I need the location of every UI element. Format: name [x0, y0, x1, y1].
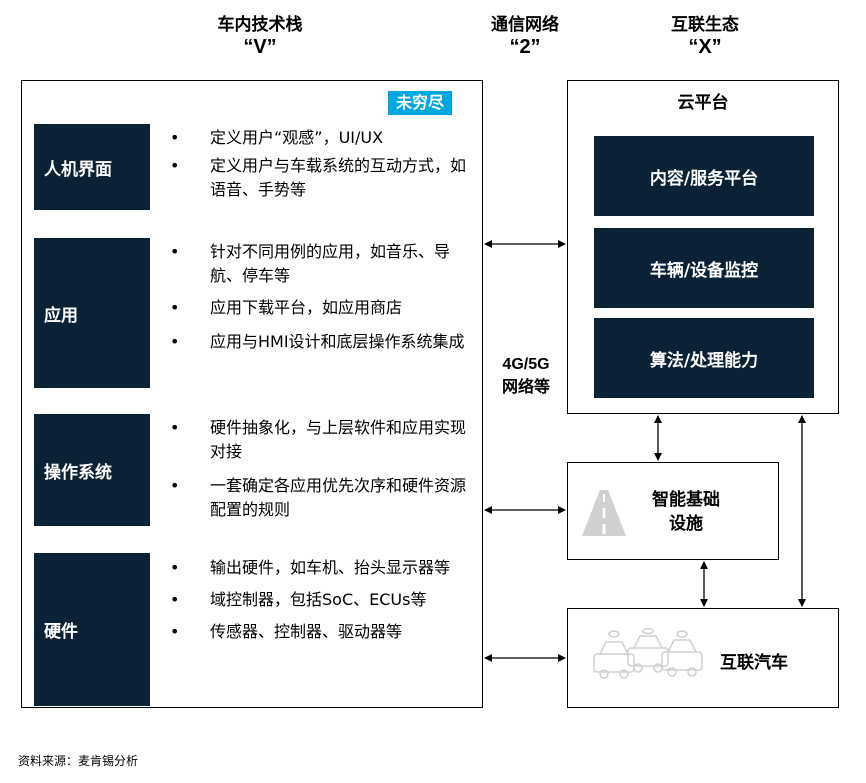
cloud-platform-title: 云平台 [677, 93, 729, 113]
bullets-apps: 针对不同用例的应用，如音乐、导航、停车等 应用下载平台，如应用商店 应用与HMI… [170, 240, 470, 354]
network-label-line2: 网络等 [501, 377, 550, 396]
box-label: 算法/处理能力 [649, 350, 759, 371]
category-apps: 应用 [34, 238, 150, 388]
category-label: 人机界面 [44, 159, 112, 180]
bullets-hmi: 定义用户“观感”，UI/UX 定义用户与车载系统的互动方式，如语音、手势等 [170, 126, 470, 202]
bullet-item: 硬件抽象化，与上层软件和应用实现对接 [170, 416, 470, 464]
bullet-item: 应用下载平台，如应用商店 [170, 296, 470, 320]
header-right-title: 互联生态 [671, 15, 739, 35]
category-hmi: 人机界面 [34, 124, 150, 210]
box-label: 车辆/设备监控 [649, 260, 759, 281]
category-hardware: 硬件 [34, 553, 150, 706]
header-right-sub: “X” [688, 36, 722, 58]
bullets-hardware: 输出硬件，如车机、抬头显示器等 域控制器，包括SoC、ECUs等 传感器、控制器… [170, 556, 470, 644]
header-mid-sub: “2” [509, 36, 541, 58]
network-label-line1: 4G/5G [502, 356, 550, 373]
bullets-os: 硬件抽象化，与上层软件和应用实现对接 一套确定各应用优先次序和硬件资源配置的规则 [170, 416, 470, 522]
bullet-item: 输出硬件，如车机、抬头显示器等 [170, 556, 470, 580]
header-left: 车内技术栈 “V” [180, 14, 340, 58]
bullet-item: 域控制器，包括SoC、ECUs等 [170, 588, 470, 612]
category-label: 操作系统 [44, 462, 112, 483]
header-mid-title: 通信网络 [491, 15, 559, 35]
category-os: 操作系统 [34, 414, 150, 526]
algorithm-compute-box: 算法/处理能力 [594, 318, 814, 398]
header-right: 互联生态 “X” [630, 14, 780, 58]
category-label: 应用 [44, 305, 78, 326]
network-label: 4G/5G 网络等 [486, 354, 566, 398]
bullet-item: 定义用户与车载系统的互动方式，如语音、手势等 [170, 154, 470, 202]
category-label: 硬件 [44, 622, 78, 642]
bullet-item: 传感器、控制器、驱动器等 [170, 620, 470, 644]
box-label: 内容/服务平台 [649, 168, 759, 189]
header-mid: 通信网络 “2” [460, 14, 590, 58]
smart-infrastructure-label: 智能基础 设施 [636, 488, 736, 536]
connected-car-label: 互联汽车 [720, 653, 788, 673]
content-service-platform-box: 内容/服务平台 [594, 136, 814, 216]
header-left-sub: “V” [243, 36, 277, 58]
not-exhaustive-tag: 未穷尽 [388, 91, 453, 115]
bullet-item: 一套确定各应用优先次序和硬件资源配置的规则 [170, 474, 470, 522]
bullet-item: 定义用户“观感”，UI/UX [170, 126, 470, 150]
bullet-item: 针对不同用例的应用，如音乐、导航、停车等 [170, 240, 470, 288]
infra-line1: 智能基础 [652, 490, 720, 510]
infra-line2: 设施 [669, 514, 703, 534]
header-left-title: 车内技术栈 [217, 15, 303, 35]
cars-icon [593, 628, 703, 679]
bullet-item: 应用与HMI设计和底层操作系统集成 [170, 330, 470, 354]
connected-car-box [567, 608, 839, 708]
road-icon [582, 490, 626, 536]
source-note: 资料来源：麦肯锡分析 [18, 754, 139, 768]
vehicle-device-monitoring-box: 车辆/设备监控 [594, 228, 814, 308]
